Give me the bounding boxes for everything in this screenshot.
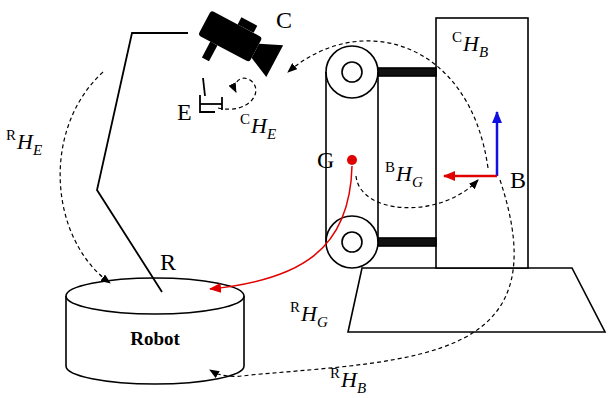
node-label: Robot xyxy=(130,328,180,350)
label-part: H xyxy=(251,113,267,138)
label-part: H xyxy=(301,301,317,326)
frame-label: B xyxy=(510,168,526,192)
label-part: G xyxy=(317,314,328,330)
transform-arc-rg xyxy=(210,166,352,289)
label-part: E xyxy=(33,142,42,158)
robot-arm xyxy=(97,33,188,292)
frame-label: E xyxy=(177,100,192,124)
label-part: G xyxy=(412,174,423,190)
frame-label: G xyxy=(317,148,334,172)
label-part: H xyxy=(396,161,412,186)
label-part: H xyxy=(463,31,479,56)
label-part: H xyxy=(341,367,357,392)
transform-label: BHG xyxy=(385,160,423,190)
label-part: B xyxy=(479,44,488,60)
label-part: R xyxy=(330,365,340,381)
frame-label: R xyxy=(160,250,176,274)
robot-node: Robot xyxy=(66,310,244,368)
label-part: B xyxy=(385,159,395,175)
robot-base xyxy=(66,278,244,384)
label-part: E xyxy=(267,126,276,142)
end-effector xyxy=(200,95,222,112)
transform-label: CHB xyxy=(452,30,488,60)
machine xyxy=(326,18,605,332)
label-part: B xyxy=(357,380,366,396)
label-part: R xyxy=(6,127,16,143)
transform-label: CHE xyxy=(240,112,276,142)
transform-label: RHG xyxy=(290,300,328,330)
label-part: R xyxy=(290,299,300,315)
frame-axis-x xyxy=(444,175,497,178)
frame-axis-y xyxy=(496,112,499,176)
label-part: H xyxy=(17,129,33,154)
gripper-point xyxy=(347,155,357,165)
label-part: C xyxy=(452,29,462,45)
transform-arcs xyxy=(60,41,514,376)
camera xyxy=(190,3,286,88)
transform-label: RHE xyxy=(6,128,42,158)
label-part: C xyxy=(240,111,250,127)
transform-label: RHB xyxy=(330,366,366,396)
frame-label: C xyxy=(276,8,292,32)
